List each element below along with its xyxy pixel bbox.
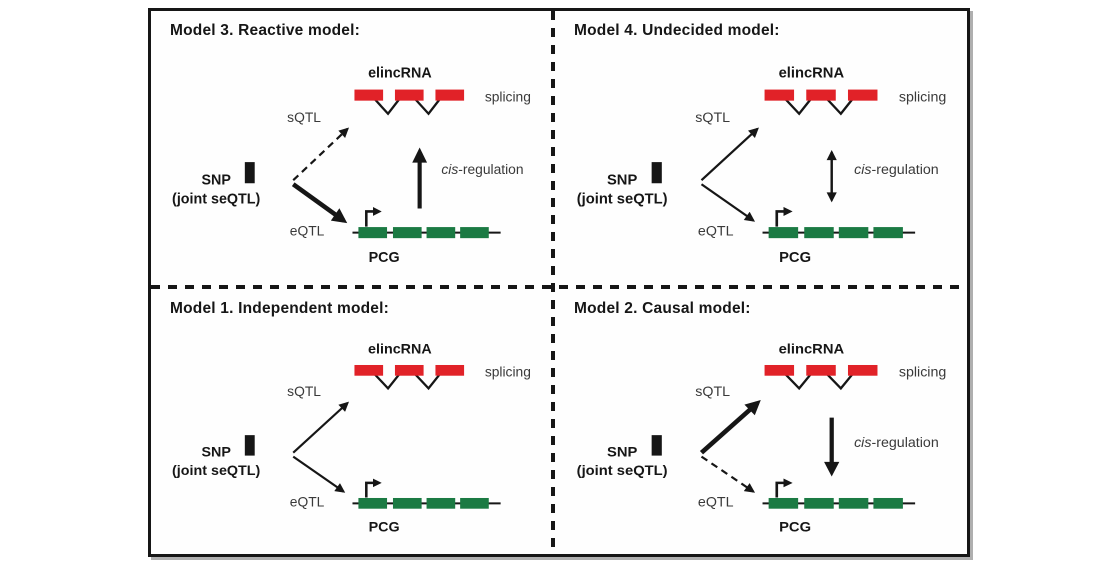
snp-variant-bar [651,162,662,184]
sqtl-arrow [292,401,349,454]
pcg-label: PCG [369,250,400,266]
pcg-exon [358,227,388,239]
model-1-panel: elincRNA splicing SNP (joint seQTL) sQTL… [151,289,551,554]
model-2-title: Model 2. Causal model: [574,300,751,317]
model-2-panel: elincRNA splicing SNP (joint seQTL) sQTL… [555,289,967,554]
eqtl-label: eQTL [698,494,734,510]
elincrna-exon [764,89,795,101]
cis-regulation-label: cis-regulation [854,162,939,178]
sqtl-label: sQTL [287,109,321,125]
eqtl-arrow [291,182,348,224]
pcg-exon [873,497,903,509]
elincrna-label: elincRNA [368,65,432,81]
pcg-exon [838,227,869,239]
sqtl-arrow [699,400,761,455]
elincrna-label: elincRNA [779,342,845,358]
pcg-exon [460,227,489,239]
elincrna-exon [394,89,424,101]
model-2-diagram: elincRNA splicing SNP (joint seQTL) sQTL… [577,342,947,536]
vertical-dashed-divider [551,11,555,554]
cis-regulation-label: cis-regulation [854,434,939,450]
model-3-diagram: elincRNA splicing SNP (joint seQTL) sQTL… [172,65,531,266]
sqtl-label: sQTL [695,110,730,126]
snp-label: SNP [201,172,231,188]
intron-splice-line [374,98,400,116]
elincrna-exon [806,364,836,376]
joint-seqtl-label: (joint seQTL) [577,463,668,479]
snp-variant-bar [244,435,255,456]
pcg-exon [426,227,456,239]
model-1-title: Model 1. Independent model: [170,300,389,317]
cis-regulation-label: cis-regulation [441,161,523,177]
model-4-panel: elincRNA splicing SNP (joint seQTL) sQTL… [555,11,967,285]
model-1-diagram: elincRNA splicing SNP (joint seQTL) sQTL… [172,341,531,536]
horizontal-dashed-divider [151,285,967,289]
splicing-label: splicing [485,89,531,105]
pcg-label: PCG [779,520,811,536]
elincrna-exon [435,89,465,101]
pcg-exon [838,497,869,509]
eqtl-label: eQTL [290,223,325,239]
snp-label: SNP [607,172,638,188]
intron-splice-line [826,98,853,116]
splicing-label: splicing [899,364,946,380]
pcg-exon [804,497,834,509]
elincrna-exon [354,364,384,376]
sqtl-label: sQTL [695,383,730,399]
promoter-arrow-icon [775,206,793,227]
pcg-exon [392,227,422,239]
elincrna-exon [806,89,836,101]
intron-splice-line [414,373,441,391]
joint-seqtl-label: (joint seQTL) [172,191,260,207]
intron-splice-line [826,373,853,391]
pcg-exon [768,227,799,239]
elincrna-label: elincRNA [368,341,432,357]
eqtl-label: eQTL [698,224,734,240]
joint-seqtl-label: (joint seQTL) [577,191,668,207]
elincrna-exon [847,364,878,376]
splicing-label: splicing [899,90,946,106]
snp-label: SNP [201,445,230,461]
pcg-exon [392,497,422,509]
promoter-arrow-icon [365,206,382,227]
splicing-label: splicing [485,365,531,380]
pcg-exon [358,497,388,509]
elincrna-label: elincRNA [779,66,845,82]
pcg-exon [460,497,489,509]
eqtl-arrow [292,455,346,493]
intron-splice-line [785,98,812,116]
sqtl-arrow [292,127,349,182]
pcg-label: PCG [369,520,400,536]
promoter-arrow-icon [775,478,793,498]
snp-label: SNP [607,445,638,461]
eqtl-arrow [700,183,756,222]
figure-frame: elincRNA splicing SNP (joint seQTL) sQTL… [148,8,970,557]
model-4-title: Model 4. Undecided model: [574,22,780,39]
elincrna-exon [435,364,465,376]
intron-splice-line [785,373,812,391]
model-4-diagram: elincRNA splicing SNP (joint seQTL) sQTL… [577,66,947,266]
elincrna-exon [354,89,384,101]
pcg-exon [426,497,456,509]
intron-splice-line [374,373,400,391]
intron-splice-line [414,98,441,116]
elincrna-exon [847,89,878,101]
eqtl-arrow [700,455,756,493]
sqtl-label: sQTL [287,384,321,399]
snp-variant-bar [651,435,662,456]
promoter-arrow-icon [365,478,382,498]
model-3-panel: elincRNA splicing SNP (joint seQTL) sQTL… [151,11,551,285]
pcg-exon [873,227,903,239]
sqtl-arrow [700,127,759,182]
snp-variant-bar [244,162,255,184]
elincrna-exon [764,364,795,376]
model-3-title: Model 3. Reactive model: [170,22,360,39]
elincrna-exon [394,364,424,376]
eqtl-label: eQTL [290,494,325,509]
pcg-exon [804,227,834,239]
pcg-label: PCG [779,250,811,266]
pcg-exon [768,497,799,509]
joint-seqtl-label: (joint seQTL) [172,463,261,479]
